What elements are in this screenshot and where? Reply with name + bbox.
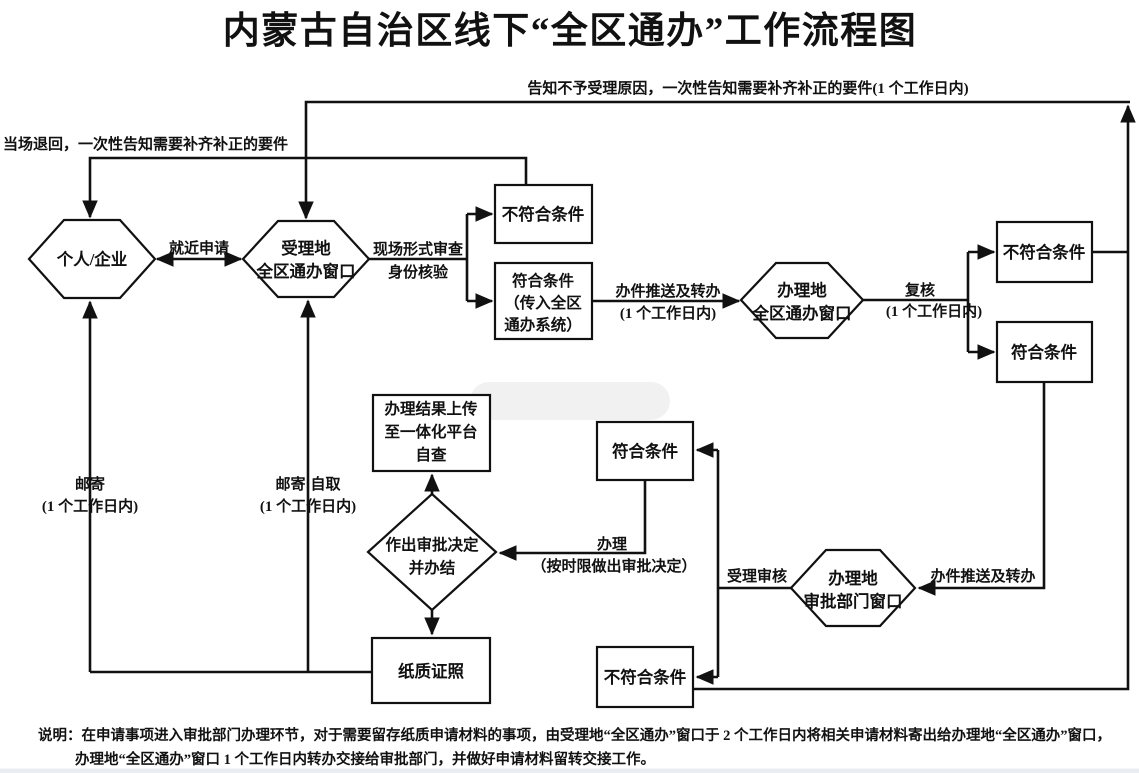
approval-window-label-2: 审批部门窗口 <box>804 591 903 611</box>
label-push-1-line2: (1 个工作日内) <box>620 304 716 322</box>
label-recheck-2: (1 个工作日内) <box>886 302 982 320</box>
node-check-fail-2: 不符合条件 <box>995 220 1094 284</box>
decision-label-1: 作出审批决定 <box>385 535 479 554</box>
label-accept-review: 受理审核 <box>727 567 787 585</box>
node-check-fail-3: 不符合条件 <box>595 645 695 709</box>
edge-topline-to-accept <box>298 100 1130 220</box>
accept-window-label-2: 全区通办窗口 <box>256 261 356 281</box>
watermark <box>470 382 670 420</box>
check-fail-1-label: 不符合条件 <box>502 204 585 224</box>
page-title: 内蒙古自治区线下“全区通办”工作流程图 <box>223 9 918 52</box>
label-form-review-1: 现场形式审查 <box>373 240 464 258</box>
accept-window-hexagon <box>241 219 371 299</box>
label-notice-top: 告知不予受理原因，一次性告知需要补齐补正的要件(1 个工作日内) <box>527 79 968 97</box>
decision-label-2: 并办结 <box>409 558 456 577</box>
approval-window-hexagon <box>789 548 917 628</box>
node-check-fail-1: 不符合条件 <box>493 183 594 245</box>
check-pass-2-box <box>995 320 1094 384</box>
paper-license-box <box>370 636 492 705</box>
paper-license-label: 纸质证照 <box>398 661 465 681</box>
node-check-pass-1: 符合条件 （传入全区 通办系统） <box>493 261 594 341</box>
label-process-2: （按时限做出审批决定） <box>531 557 696 575</box>
label-form-review-2: 身份核验 <box>388 263 449 281</box>
note-line-1: 说明：在申请事项进入审批部门办理环节，对于需要留存纸质申请材料的事项，由受理地“… <box>38 726 1111 744</box>
check-pass-1-box <box>493 261 594 341</box>
node-decision: 作出审批决定 并办结 <box>366 492 498 612</box>
node-accept-window: 受理地 全区通办窗口 <box>241 219 371 299</box>
bottom-strip <box>0 768 1139 773</box>
edge-approval-branch <box>716 450 791 677</box>
label-mail-self-1: 邮寄:自取 <box>276 475 342 493</box>
check-pass-1-label-1: 符合条件 <box>512 271 575 290</box>
check-fail-2-label: 不符合条件 <box>1003 242 1086 262</box>
edge-accept-branch <box>369 214 469 301</box>
edges <box>82 100 1136 691</box>
edge-labels: 告知不予受理原因，一次性告知需要补齐补正的要件(1 个工作日内) 当场退回，一次… <box>3 79 1036 585</box>
applicant-label: 个人/企业 <box>56 249 128 269</box>
check-pass-1-label-3: 通办系统） <box>504 315 582 334</box>
node-check-pass-3: 符合条件 <box>595 420 695 482</box>
label-mail-self-2: (1 个工作日内) <box>260 497 356 515</box>
node-upload-result: 办理结果上传 至一体化平台 自查 <box>371 393 492 473</box>
edge-fail3-to-topline <box>693 104 1136 691</box>
handle-window-label-2: 全区通办窗口 <box>752 303 852 323</box>
check-fail-3-label: 不符合条件 <box>604 667 687 687</box>
approval-window-label-1: 办理地 <box>828 568 878 588</box>
upload-result-label-3: 自查 <box>415 445 447 464</box>
edge-handle-branch <box>863 252 970 352</box>
check-pass-2-label: 符合条件 <box>1011 342 1078 362</box>
label-process-1: 办理 <box>597 535 627 553</box>
label-mail-2: (1 个工作日内) <box>42 497 138 515</box>
applicant-hexagon <box>27 218 157 300</box>
edge-fail1-to-applicant <box>82 156 528 219</box>
handle-window-label-1: 办理地 <box>777 280 827 300</box>
node-check-pass-2: 符合条件 <box>995 320 1094 384</box>
label-nearby-apply: 就近申请 <box>169 239 229 257</box>
check-pass-3-box <box>595 420 695 482</box>
upload-result-box <box>371 393 492 473</box>
upload-result-label-2: 至一体化平台 <box>384 422 477 441</box>
decision-diamond <box>366 492 498 612</box>
label-push-2: 办件推送及转办 <box>930 567 1035 585</box>
node-paper-license: 纸质证照 <box>370 636 492 705</box>
check-fail-3-box <box>595 645 695 709</box>
label-push-1-line1: 办件推送及转办 <box>615 282 720 300</box>
handle-window-hexagon <box>739 261 865 340</box>
label-recheck-1: 复核 <box>904 281 935 299</box>
check-fail-1-box <box>493 183 594 245</box>
label-mail-1: 邮寄 <box>75 475 105 493</box>
node-handle-window: 办理地 全区通办窗口 <box>739 261 865 340</box>
check-pass-3-label: 符合条件 <box>612 441 679 461</box>
node-applicant: 个人/企业 <box>27 218 157 300</box>
edge-pass3-to-decision <box>498 480 647 561</box>
upload-result-label-1: 办理结果上传 <box>384 399 478 418</box>
label-onsite-return: 当场退回，一次性告知需要补齐补正的要件 <box>3 135 288 153</box>
node-approval-window: 办理地 审批部门窗口 <box>789 548 917 628</box>
accept-window-label-1: 受理地 <box>281 238 331 258</box>
check-pass-1-label-2: （传入全区 <box>504 293 582 312</box>
check-fail-2-box <box>995 220 1094 284</box>
note-line-2: 办理地“全区通办”窗口 1 个工作日内转办交接给审批部门，并做好申请材料留转交接… <box>75 750 655 768</box>
edge-pass2-to-approval <box>917 382 1046 596</box>
